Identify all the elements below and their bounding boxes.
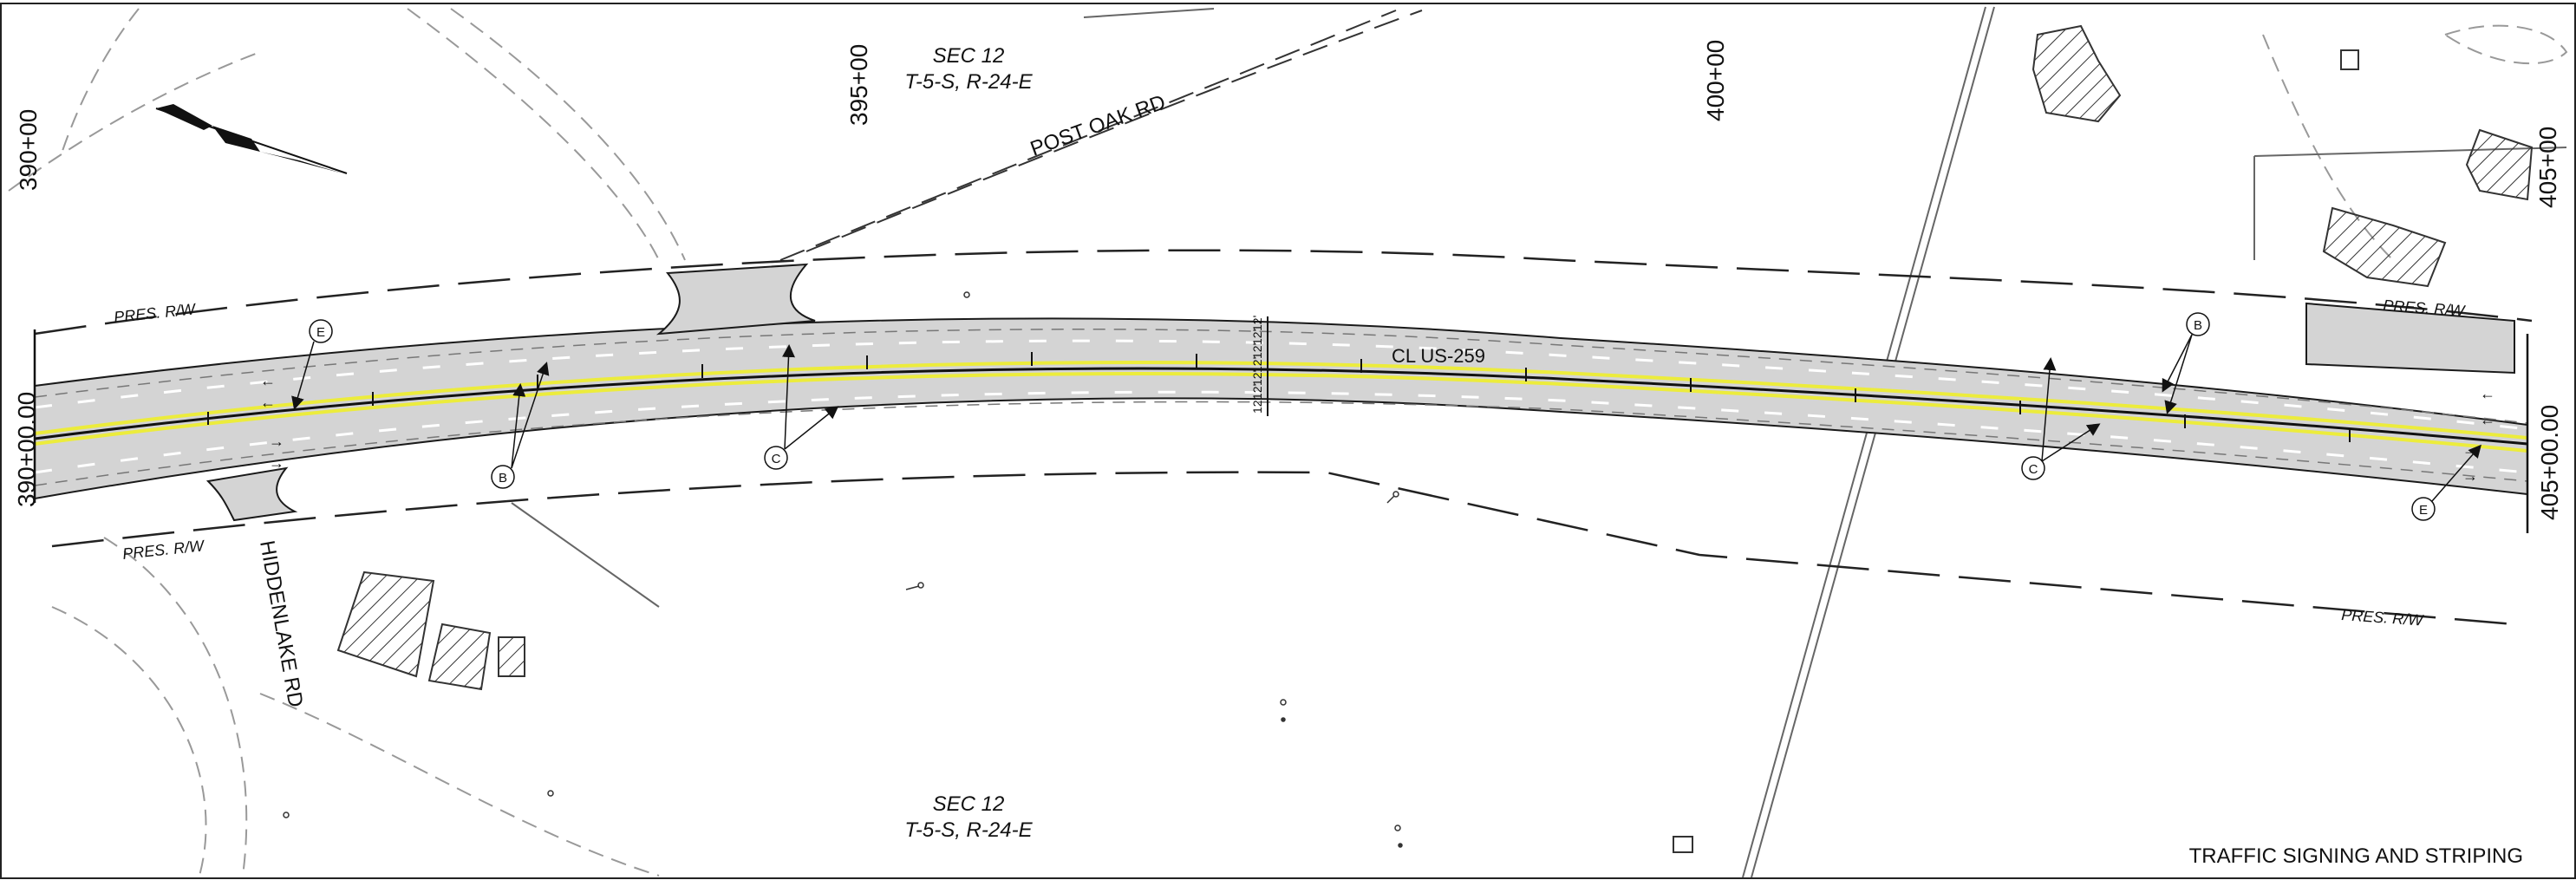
callout-e-left: E [316,325,325,340]
utility-markers [283,291,1403,848]
post-oak-apron [655,263,816,336]
lane-width-4: 12' [1250,370,1264,386]
building-hatch-icon [498,636,525,677]
right-of-way [34,249,2533,626]
lane-width-6: 12' [1250,398,1264,414]
hiddenlake-road-label: HIDDENLAKE RD [255,538,307,708]
sheet-border [0,3,2576,879]
callout-circle-icon [2186,312,2210,336]
section-label-bottom: SEC 12 T-5-S, R-24-E [904,792,1033,842]
station-405: 405+00 [2534,127,2561,208]
lane-width-2: 12' [1250,329,1264,345]
building-hatch-icon [336,570,435,678]
building-hatch-icon [2340,49,2359,70]
shoulder-lines [34,329,2528,486]
lane-arrow-icon: ← [2480,411,2495,428]
post-oak-road [779,10,1423,261]
lane-width-7: 12' [1250,357,1264,373]
callout-circle-icon [2411,497,2436,521]
section-label-top: SEC 12 T-5-S, R-24-E [904,44,1033,94]
lane-arrow-icon: ← [2480,385,2495,402]
sheet-title: TRAFFIC SIGNING AND STRIPING [2189,844,2523,868]
match-left-label: 390+00.00 [13,392,40,507]
callout-circle-icon [491,465,515,489]
section-number: SEC 12 [933,44,1005,68]
background-linework [8,8,2568,877]
callout-b-right: B [2194,318,2202,333]
lane-width-1: 12' [1250,316,1264,331]
row-label: PRES. R/W [113,300,198,326]
lane-arrow-icon: → [269,433,284,450]
lane-width-5: 12' [1250,384,1264,400]
lane-arrow-icon: → [269,454,284,472]
buildings [336,24,2534,853]
callout-circle-icon [764,446,788,470]
section-township: T-5-S, R-24-E [904,70,1033,94]
station-390: 390+00 [15,109,42,191]
callouts [291,312,2481,521]
row-label: PRES. R/W [121,537,206,563]
station-395: 395+00 [845,44,872,126]
lane-width-labels: 12' 12' 12' 12' 12' 12' 12' [1250,316,1264,414]
hiddenlake-apron [205,466,298,522]
lane-dashes [34,339,2528,474]
lane-arrows: ← ← → → ← ← → → [260,372,2495,485]
section-number: SEC 12 [933,792,1005,816]
section-township: T-5-S, R-24-E [904,818,1033,842]
building-hatch-icon [2031,24,2122,123]
centerline-label: CL US-259 [1392,345,1485,367]
match-labels: 390+00.00 405+00.00 [13,392,2563,520]
station-400: 400+00 [1702,40,1729,121]
lane-arrow-icon: → [2462,467,2478,485]
callout-circle-icon [2021,456,2045,480]
callout-e-right: E [2419,503,2428,518]
row-label: PRES. R/W [2341,606,2425,629]
station-labels: 390+00 395+00 400+00 405+00 [15,40,2561,208]
building-hatch-icon [427,623,492,691]
building-hatch-icon [1673,836,1693,853]
callout-b-left: B [499,471,507,486]
lane-width-3: 12' [1250,343,1264,359]
callout-c-right: C [2029,462,2038,477]
building-hatch-icon [2465,128,2534,201]
callout-circle-icon [309,319,333,343]
callout-c-left: C [772,452,781,466]
right-driveway [2305,302,2515,375]
callout-letters: E B C B C E [316,318,2428,518]
lane-arrow-icon: ← [260,394,276,411]
north-arrow-icon [155,104,348,174]
station-ticks [207,352,2351,442]
post-oak-road-label: POST OAK RD [1027,90,1169,160]
building-hatch-icon [2322,206,2447,288]
lane-arrow-icon: → [2462,441,2478,459]
match-right-label: 405+00.00 [2536,405,2563,520]
lane-arrow-icon: ← [260,372,276,389]
